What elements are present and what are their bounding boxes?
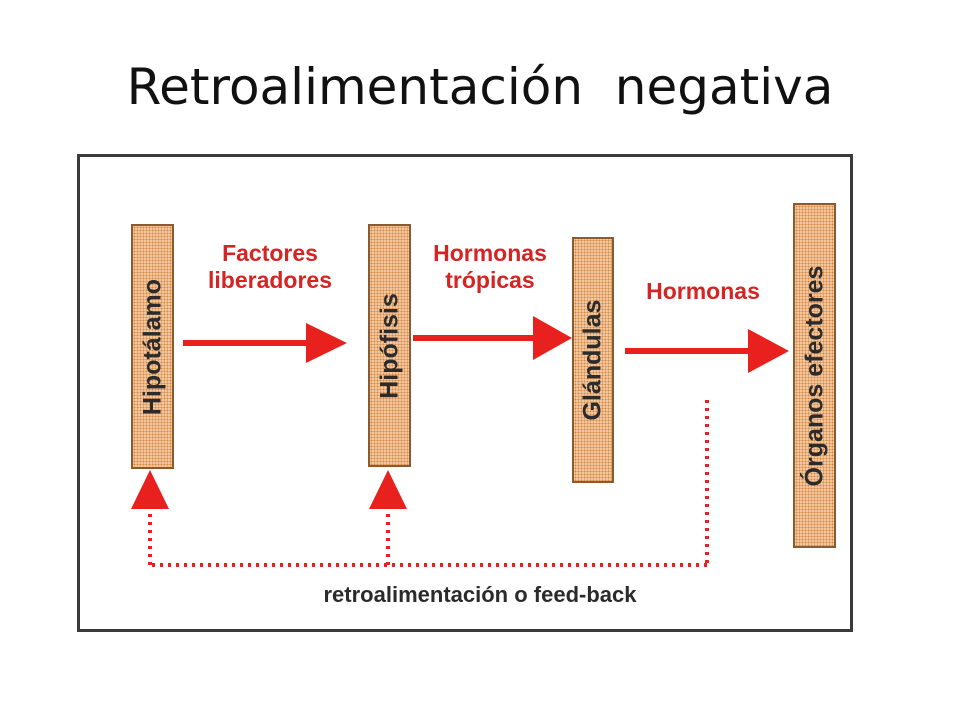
diagram-frame [77, 154, 853, 632]
arrow-factores-liberadores [183, 323, 347, 363]
feedback-arrowhead-hipofisis [369, 470, 407, 509]
box-hipofisis: Hipófisis [368, 224, 411, 467]
arrow-hormonas [625, 329, 789, 373]
box-hipotalamo: Hipotálamo [131, 224, 174, 469]
arrow-hormonas-tropicas [413, 316, 572, 360]
label-hormonas-tropicas: Hormonas trópicas [433, 240, 547, 293]
slide-title: Retroalimentación negativa [126, 58, 834, 116]
label-factores-liberadores: Factores liberadores [208, 240, 332, 293]
box-glandulas: Glándulas [572, 237, 614, 483]
feedback-loop [148, 400, 709, 567]
label-hormonas: Hormonas [646, 278, 760, 304]
feedback-arrowhead-hipotalamo [131, 470, 169, 509]
box-organos-efectores: Órganos efectores [793, 203, 836, 548]
label-feedback: retroalimentación o feed-back [323, 582, 637, 607]
